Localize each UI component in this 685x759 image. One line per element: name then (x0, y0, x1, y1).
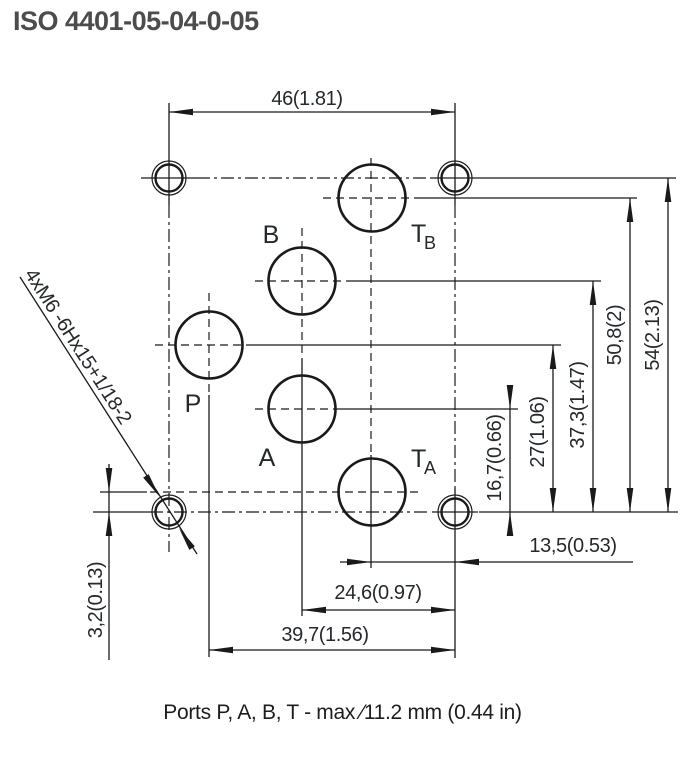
arrowhead (549, 488, 557, 512)
arrowhead (169, 108, 193, 116)
mounting-hole-bottom-left (151, 494, 187, 530)
ports-note: Ports P, A, B, T - max ∕11.2 mm (0.44 in… (163, 701, 522, 724)
dim-text-3-2: 3,2(0.13) (85, 562, 107, 638)
arrowhead (455, 558, 479, 566)
dim-text-16-7: 16,7(0.66) (484, 414, 506, 501)
arrowhead (626, 198, 634, 222)
arrowhead (302, 606, 326, 614)
arrowhead (105, 468, 113, 492)
port-label-p: P (185, 390, 202, 418)
dim-text-27: 27(1.06) (527, 396, 549, 467)
arrowhead (664, 178, 672, 202)
dim-text-54: 54(2.13) (642, 299, 664, 370)
port-circle-tb (337, 163, 407, 233)
arrowhead (664, 488, 672, 512)
port-label-a: A (259, 444, 276, 472)
port-label-ta-main: T (411, 445, 426, 473)
dim-text-13-5: 13,5(0.53) (529, 535, 616, 557)
thread-callout-text: 4xM6 -6Hx15+1/18-2 (20, 265, 136, 429)
port-circle-p (174, 310, 244, 380)
arrowhead (209, 646, 233, 654)
arrowhead (431, 646, 455, 654)
arrowhead (549, 345, 557, 369)
dim-text-50-8: 50,8(2) (604, 305, 626, 366)
port-label-ta-sub: A (424, 458, 436, 478)
hole-thread-circle (151, 494, 187, 530)
arrowhead (626, 488, 634, 512)
arrowhead (506, 512, 514, 536)
page-title: ISO 4401-05-04-0-05 (13, 6, 259, 36)
dim-text-39-7: 39,7(1.56) (281, 624, 368, 646)
port-circle-ta (337, 457, 407, 527)
hole-minor-circle (154, 497, 184, 527)
port-label-tb-sub: B (424, 233, 436, 253)
dim-text-37-3: 37,3(1.47) (567, 361, 589, 448)
arrowhead (105, 512, 113, 536)
arrowhead (347, 558, 371, 566)
dim-text-46: 46(1.81) (271, 88, 342, 110)
arrowhead (506, 385, 514, 409)
leader-line-thread-callout (19, 276, 198, 555)
arrowhead (431, 108, 455, 116)
arrowhead (589, 488, 597, 512)
port-label-tb-main: T (411, 220, 426, 248)
port-label-b: B (263, 221, 280, 249)
dim-text-24-6: 24,6(0.97) (334, 582, 421, 604)
arrowhead (176, 526, 195, 550)
arrowhead (431, 606, 455, 614)
arrowhead (589, 281, 597, 305)
port-circle-b (267, 246, 337, 316)
